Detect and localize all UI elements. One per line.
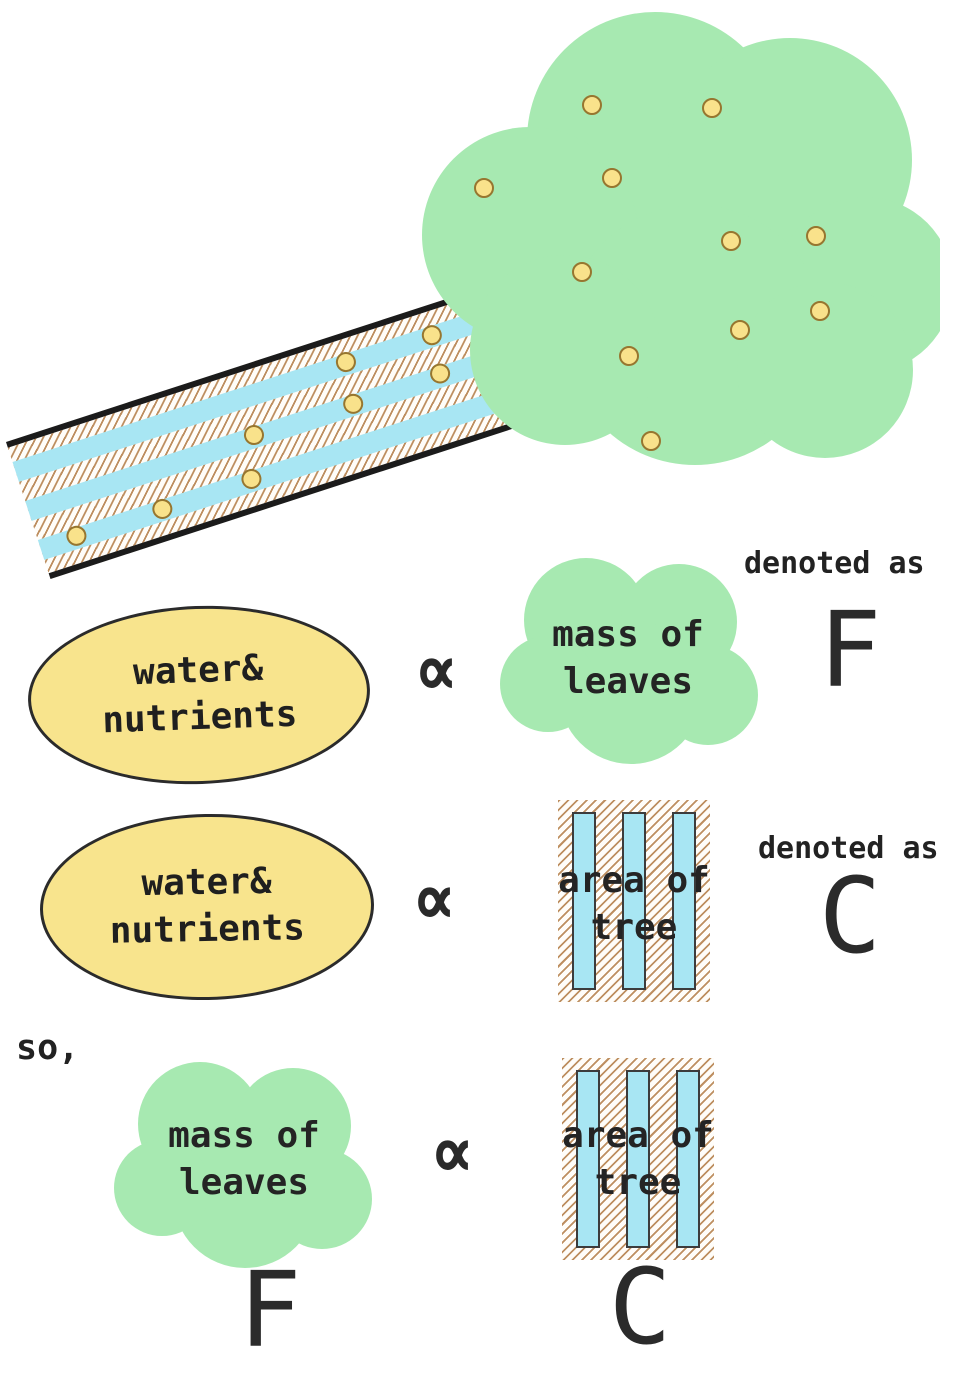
area-of-tree-label: area of tree xyxy=(508,858,760,952)
area-of-tree-label-line2: tree xyxy=(590,906,678,948)
canopy-blob xyxy=(422,12,940,465)
symbol-F: F xyxy=(238,1249,302,1371)
xylem-bar xyxy=(572,812,596,990)
area-of-tree-label-line1: area of xyxy=(562,1115,714,1156)
water-nutrients-label-line1: water& xyxy=(132,647,264,694)
area-of-tree-box xyxy=(558,800,710,1002)
area-of-tree-label-line1: area of xyxy=(558,860,710,901)
area-of-tree-label-line2: tree xyxy=(594,1161,682,1203)
water-nutrients-label-line1: water& xyxy=(141,861,272,905)
cloud-blob xyxy=(114,1062,372,1268)
denoted-as-label: denoted as xyxy=(744,546,925,581)
nutrient-dots xyxy=(474,95,830,451)
mass-of-leaves-label: mass of leaves xyxy=(108,1113,380,1207)
tree-canopy xyxy=(422,12,940,465)
symbol-C: C xyxy=(608,1246,672,1368)
xylem-bar xyxy=(672,812,696,990)
water-nutrients-bubble: water& nutrients xyxy=(38,811,376,1003)
mass-of-leaves-label-line1: mass of xyxy=(552,614,704,655)
mass-of-leaves-cloud xyxy=(114,1062,372,1268)
area-of-tree-label: area of tree xyxy=(512,1113,764,1207)
so-label: so, xyxy=(16,1028,80,1068)
water-nutrients-label-line2: nutrients xyxy=(109,907,306,952)
proportional-symbol: ∝ xyxy=(413,628,459,714)
mass-of-leaves-label-line2: leaves xyxy=(562,660,694,702)
mass-of-leaves-cloud xyxy=(500,558,758,764)
proportional-symbol: ∝ xyxy=(429,1110,475,1196)
mass-of-leaves-label-line1: mass of xyxy=(168,1115,320,1156)
mass-of-leaves-label-line2: leaves xyxy=(178,1161,310,1203)
proportional-symbol: ∝ xyxy=(411,857,457,943)
xylem-bar xyxy=(576,1070,600,1248)
cloud-blob xyxy=(500,558,758,764)
symbol-F: F xyxy=(818,589,882,711)
water-nutrients-label-line2: nutrients xyxy=(101,693,298,742)
symbol-C: C xyxy=(818,855,882,977)
mass-of-leaves-label: mass of leaves xyxy=(492,612,764,706)
denoted-as-label: denoted as xyxy=(758,831,939,866)
area-of-tree-box xyxy=(562,1058,714,1260)
xylem-bar xyxy=(622,812,646,990)
xylem-bar xyxy=(676,1070,700,1248)
water-nutrients-bubble: water& nutrients xyxy=(24,600,374,790)
xylem-bar xyxy=(626,1070,650,1248)
